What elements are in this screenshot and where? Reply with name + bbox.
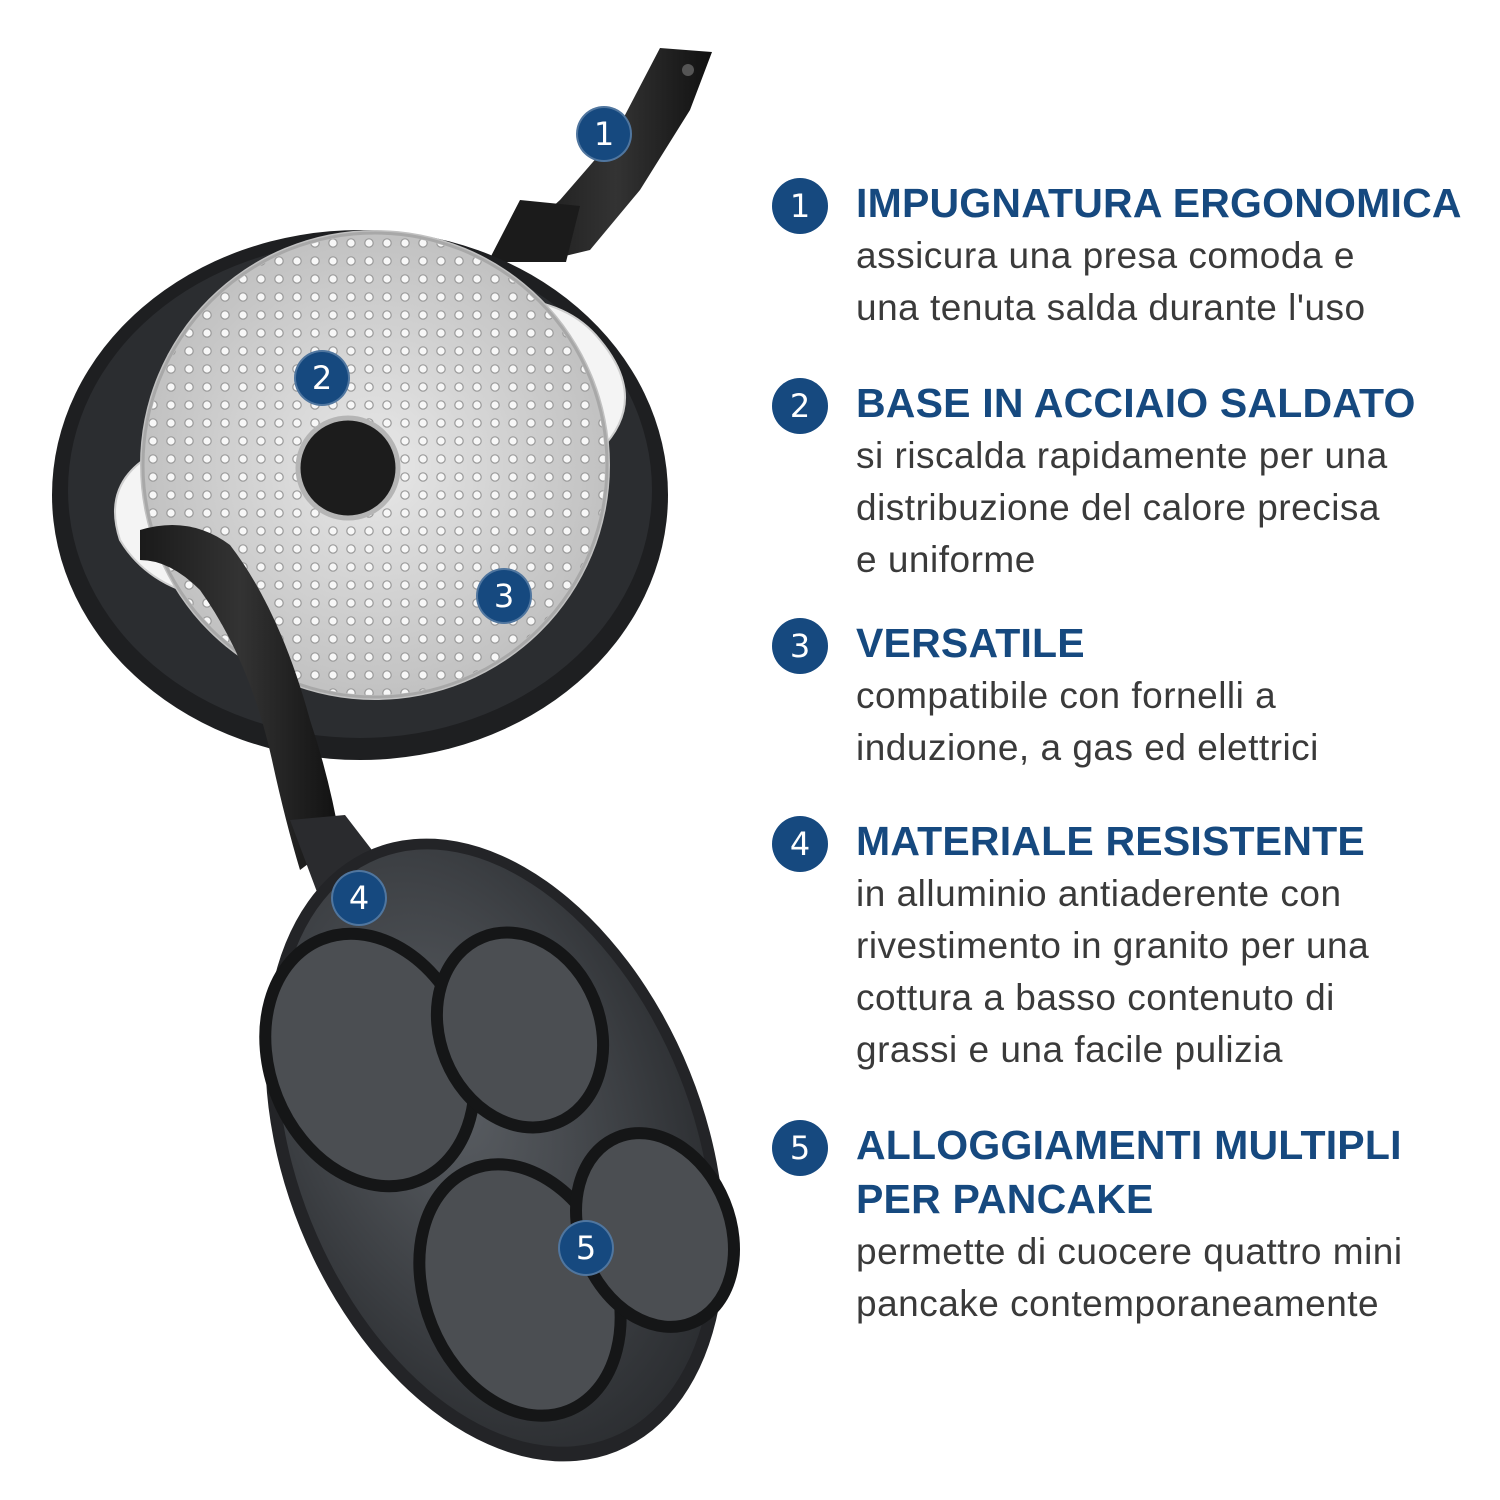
marker-3: 3	[476, 568, 532, 624]
marker-5: 5	[558, 1220, 614, 1276]
front-pan-handle	[140, 525, 340, 870]
feature-number: 3	[772, 618, 828, 674]
feature-desc-line: cottura a basso contenuto di	[856, 977, 1335, 1018]
feature-4: 4 MATERIALE RESISTENTE in alluminio anti…	[772, 814, 1492, 1076]
feature-title: BASE IN ACCIAIO SALDATO	[856, 380, 1416, 426]
marker-2: 2	[294, 350, 350, 406]
feature-number: 5	[772, 1120, 828, 1176]
feature-desc-line: una tenuta salda durante l'uso	[856, 287, 1366, 328]
feature-title-line: ALLOGGIAMENTI MULTIPLI	[856, 1122, 1402, 1168]
feature-desc-line: e uniforme	[856, 539, 1036, 580]
feature-number: 2	[772, 378, 828, 434]
feature-desc-line: grassi e una facile pulizia	[856, 1029, 1283, 1070]
feature-5: 5 ALLOGGIAMENTI MULTIPLI PER PANCAKE per…	[772, 1118, 1492, 1330]
marker-4: 4	[331, 870, 387, 926]
feature-3: 3 VERSATILE compatibile con fornelli a i…	[772, 616, 1492, 774]
feature-title: VERSATILE	[856, 620, 1085, 666]
feature-desc-line: distribuzione del calore precisa	[856, 487, 1380, 528]
feature-title-line: PER PANCAKE	[856, 1176, 1154, 1222]
feature-desc-line: pancake contemporaneamente	[856, 1283, 1380, 1324]
center-hub	[295, 415, 401, 521]
front-pan	[140, 525, 740, 1462]
feature-desc-line: si riscalda rapidamente per una	[856, 435, 1388, 476]
marker-1: 1	[576, 106, 632, 162]
feature-desc-line: rivestimento in granito per una	[856, 925, 1370, 966]
feature-2: 2 BASE IN ACCIAIO SALDATO si riscalda ra…	[772, 376, 1492, 586]
feature-title: IMPUGNATURA ERGONOMICA	[856, 180, 1462, 226]
feature-number: 1	[772, 178, 828, 234]
feature-title: MATERIALE RESISTENTE	[856, 818, 1365, 864]
feature-desc-line: compatibile con fornelli a	[856, 675, 1277, 716]
feature-desc-line: permette di cuocere quattro mini	[856, 1231, 1403, 1272]
feature-desc-line: in alluminio antiaderente con	[856, 873, 1342, 914]
feature-desc-line: assicura una presa comoda e	[856, 235, 1355, 276]
feature-number: 4	[772, 816, 828, 872]
feature-1: 1 IMPUGNATURA ERGONOMICA assicura una pr…	[772, 176, 1492, 334]
feature-desc-line: induzione, a gas ed elettrici	[856, 727, 1319, 768]
pancake-pan-illustration	[52, 48, 740, 1462]
